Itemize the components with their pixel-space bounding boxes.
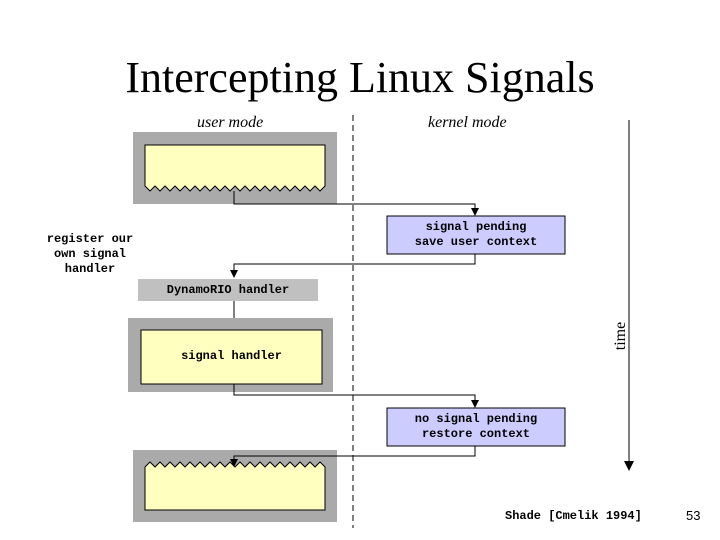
page-number: 53	[686, 508, 701, 523]
signal-pending-line-1: signal pending	[425, 220, 527, 234]
register-note-line-3: handler	[64, 262, 116, 276]
no-signal-pending-line-1: no signal pending	[414, 412, 538, 426]
arrow-to-user-code-bottom	[230, 446, 476, 467]
citation: Shade [Cmelik 1994]	[505, 509, 642, 523]
slide-title: Intercepting Linux Signals	[125, 53, 595, 102]
dynamorio-handler-label: DynamoRIO handler	[166, 283, 290, 297]
register-note-line-2: own signal	[53, 247, 126, 261]
register-note-line-1: register our	[46, 232, 134, 246]
no-signal-pending-line-2: restore context	[421, 427, 531, 441]
time-label: time	[612, 321, 629, 351]
user-code-block-top	[133, 132, 337, 204]
arrow-to-signal-pending	[233, 191, 479, 216]
arrow-to-dynamorio-handler	[230, 254, 476, 278]
user-code-block-bottom	[133, 450, 337, 522]
signal-handler-label: signal handler	[181, 349, 282, 363]
signal-pending-line-2: save user context	[414, 235, 538, 249]
signal-pending-box	[386, 215, 566, 255]
signal-handler-box	[140, 329, 323, 385]
signal-pending-text: signal pending save user context	[387, 220, 565, 250]
kernel-mode-label: kernel mode	[428, 114, 507, 131]
arrow-to-no-signal-pending	[233, 384, 479, 408]
user-mode-label: user mode	[197, 114, 264, 131]
no-signal-pending-text: no signal pending restore context	[387, 412, 565, 442]
no-signal-pending-box	[386, 407, 566, 447]
dynamorio-handler-box	[138, 279, 318, 301]
register-handler-note: register our own signal handler	[30, 232, 150, 277]
